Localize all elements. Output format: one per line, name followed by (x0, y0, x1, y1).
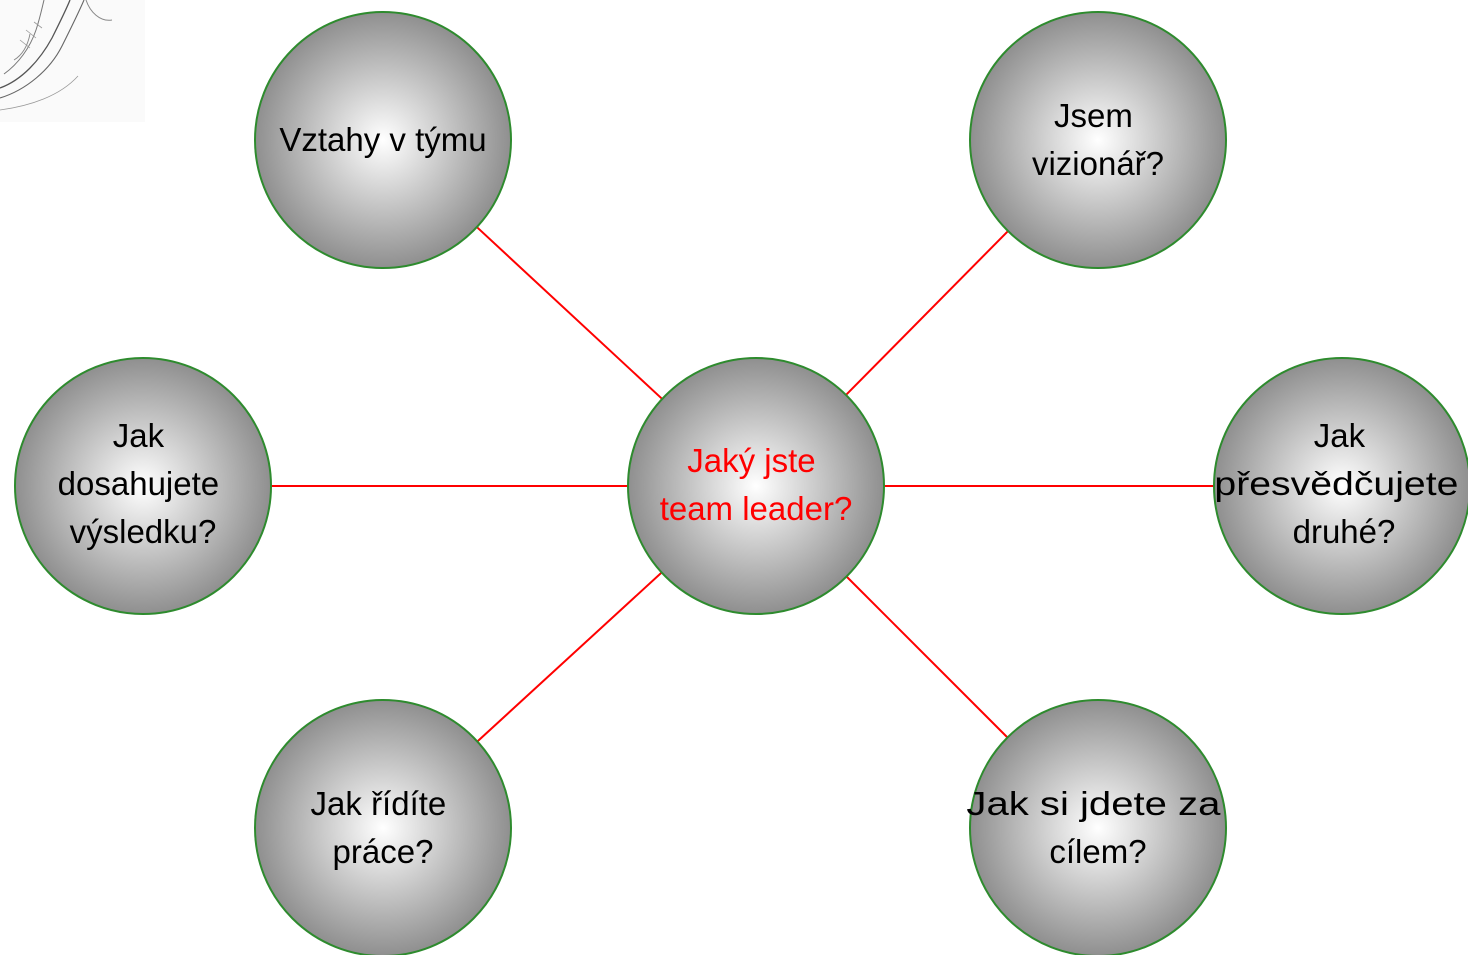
center-label-line: team leader? (660, 490, 853, 527)
node-label-line: Jsem (1054, 97, 1133, 134)
node-jak-si-jdete-za-cilem: Jak si jdete za cílem? (966, 699, 1229, 955)
center-label: Jaký jste team leader? (660, 442, 853, 527)
node-label-line: práce? (333, 833, 434, 870)
node-label-line: výsledku? (70, 513, 217, 550)
node-label-line: Jak řídíte (311, 785, 447, 822)
node-label-line: Jak si jdete za (966, 785, 1221, 822)
node-circle (254, 11, 512, 269)
node-label-line: vizionář? (1032, 145, 1164, 182)
node-circle (969, 11, 1227, 269)
node-jak-presvedcujete-druhe: Jak přesvědčujete druhé? (1213, 357, 1468, 615)
node-label-line: Jak (113, 417, 165, 454)
node-label: Jak dosahujete výsledku? (58, 417, 229, 550)
node-circle (969, 699, 1227, 955)
node-label: Jak přesvědčujete druhé? (1214, 417, 1467, 550)
node-label: Jak řídíte práce? (311, 785, 456, 870)
connector-line (845, 230, 1009, 396)
center-label-line: Jaký jste (687, 442, 815, 479)
node-label-line: Jak (1314, 417, 1366, 454)
node-label: Vztahy v týmu (279, 121, 486, 158)
connector-line (476, 571, 663, 743)
node-label-line: druhé? (1293, 513, 1396, 550)
node-jsem-vizionar: Jsem vizionář? (969, 11, 1227, 269)
bubbles: Jaký jste team leader? Vztahy v týmu Jse… (14, 11, 1468, 955)
node-label: Jsem vizionář? (1032, 97, 1164, 182)
node-label-line: dosahujete (58, 465, 219, 502)
node-label-line: přesvědčujete (1214, 465, 1458, 502)
node-vztahy-v-tymu: Vztahy v týmu (254, 11, 512, 269)
connector-line (476, 226, 663, 400)
pencil-sketch-icon (0, 0, 145, 122)
center-bubble: Jaký jste team leader? (627, 357, 885, 615)
connector-lines (271, 226, 1214, 743)
node-circle (254, 699, 512, 955)
node-jak-dosahujete-vysledku: Jak dosahujete výsledku? (14, 357, 272, 615)
node-jak-ridite-prace: Jak řídíte práce? (254, 699, 512, 955)
node-label: Jak si jdete za cílem? (966, 785, 1229, 870)
node-label-line: cílem? (1049, 833, 1146, 870)
node-circle (14, 357, 272, 615)
center-circle (627, 357, 885, 615)
connector-line (845, 575, 1009, 739)
node-circle (1213, 357, 1468, 615)
node-label-line: Vztahy v týmu (279, 121, 486, 158)
